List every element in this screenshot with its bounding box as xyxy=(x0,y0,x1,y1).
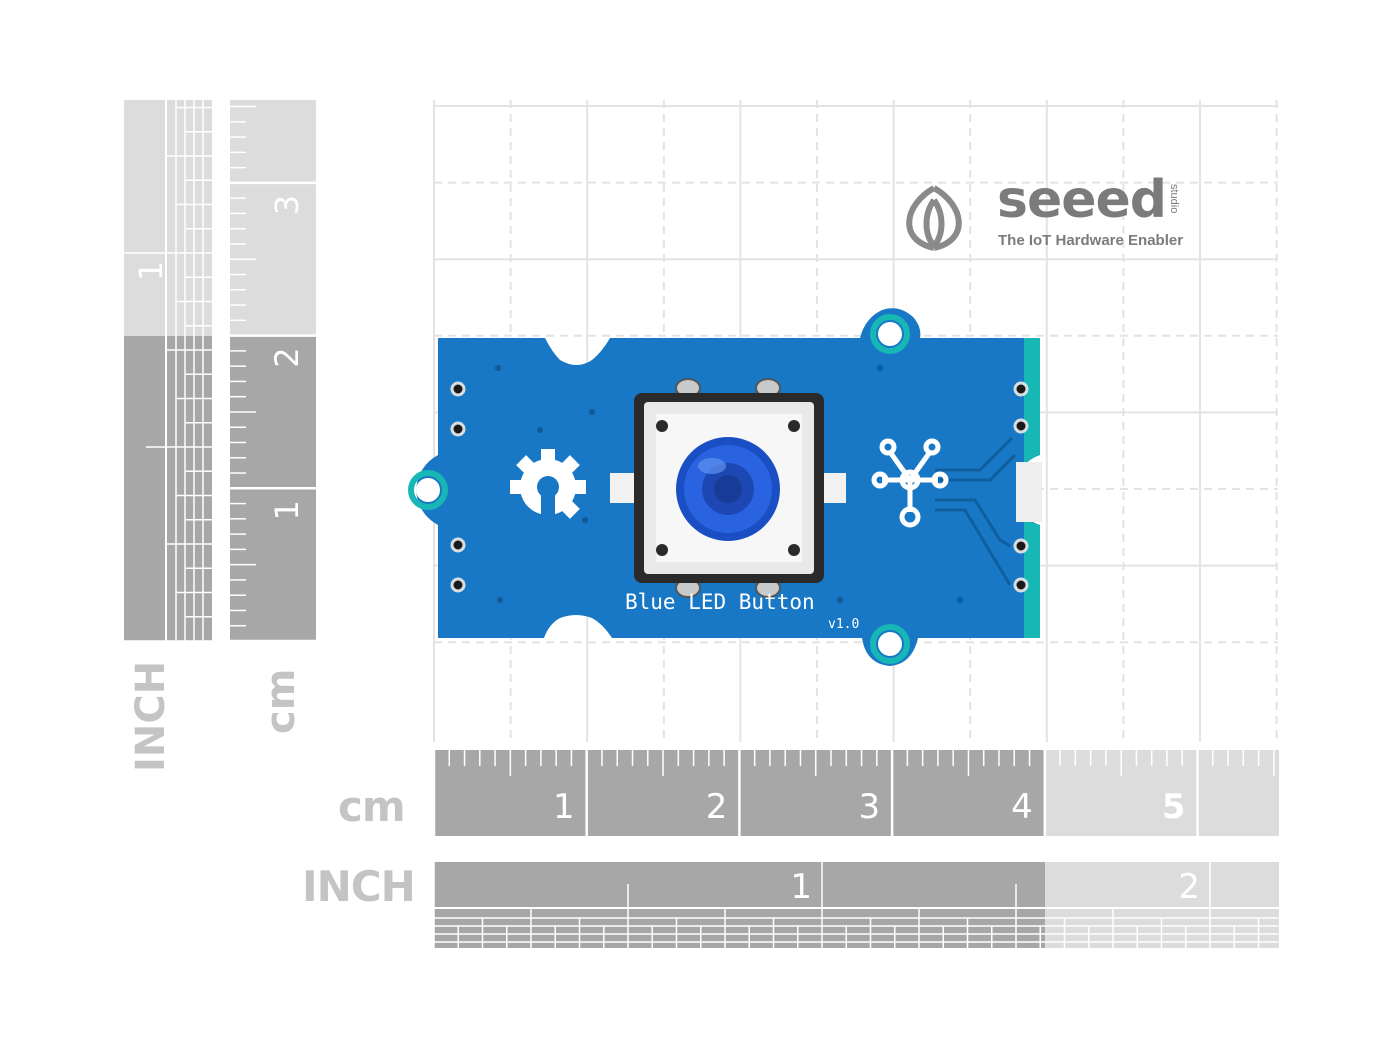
led-push-button xyxy=(610,378,846,598)
board-title: Blue LED Button xyxy=(625,590,815,614)
v-inch-ruler-light xyxy=(124,100,212,336)
v-inch-ruler-dark xyxy=(124,336,212,641)
cm-label-vertical: cm xyxy=(258,668,304,734)
cm-number: 4 xyxy=(1011,787,1033,827)
v-cm-number: 2 xyxy=(268,347,306,367)
v-inch-number: 1 xyxy=(132,261,170,281)
inch-label-horizontal: INCH xyxy=(302,862,416,911)
inch-number: 2 xyxy=(1178,867,1200,907)
board-version: v1.0 xyxy=(828,617,860,632)
brand-block: seeed The IoT Hardware Enabler studio xyxy=(902,170,1202,258)
inch-ruler-dark xyxy=(434,862,1045,948)
brand-studio: studio xyxy=(1168,184,1180,214)
inch-label-vertical: INCH xyxy=(128,660,174,772)
v-cm-number: 3 xyxy=(268,195,306,215)
cm-ruler-light xyxy=(1045,750,1279,836)
cm-number: 3 xyxy=(858,787,880,827)
brand-tagline: The IoT Hardware Enabler xyxy=(998,232,1184,249)
v-cm-ruler-light xyxy=(230,100,316,336)
cm-number: 1 xyxy=(553,787,575,827)
v-cm-number: 1 xyxy=(268,500,306,520)
vertical-inch-ruler: 1 xyxy=(124,100,212,642)
horizontal-cm-ruler: 1 2 3 4 5 xyxy=(432,750,1279,836)
pin-pads xyxy=(450,381,1029,593)
open-hardware-gear-icon xyxy=(510,449,586,525)
vertical-cm-ruler: 1 2 3 xyxy=(230,100,316,643)
cm-label-horizontal: cm xyxy=(338,782,406,831)
inch-number: 1 xyxy=(790,867,812,907)
cm-number: 2 xyxy=(706,787,728,827)
cm-number: 5 xyxy=(1162,787,1186,827)
grove-board xyxy=(408,308,1042,666)
brand-name: seeed xyxy=(997,170,1167,230)
seeed-logo-icon xyxy=(906,185,962,251)
grove-network-icon xyxy=(871,438,949,528)
